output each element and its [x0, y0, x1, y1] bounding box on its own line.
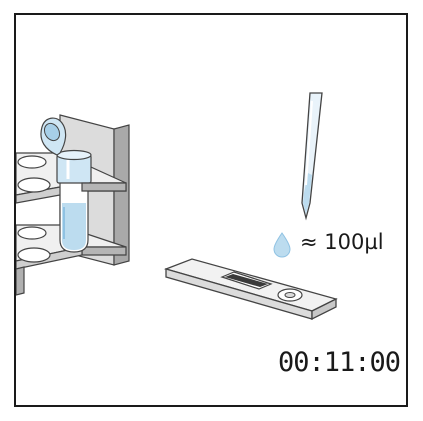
test-cassette-icon	[166, 259, 336, 319]
rack-hole	[18, 156, 46, 168]
tube-rack-icon	[16, 115, 129, 295]
pipette-icon	[302, 93, 322, 218]
timer-readout: 00:11:00	[278, 349, 400, 376]
rack-hole	[18, 178, 50, 192]
rack-bottom-shelf-front	[82, 247, 126, 255]
rack-leg	[16, 267, 24, 295]
volume-label: ≈ 100µl	[300, 232, 384, 253]
drop-icon	[274, 233, 290, 257]
rack-hole	[18, 227, 46, 239]
rack-hole	[18, 248, 50, 262]
illustration-frame: ≈ 100µl 00:11:00	[14, 13, 408, 407]
